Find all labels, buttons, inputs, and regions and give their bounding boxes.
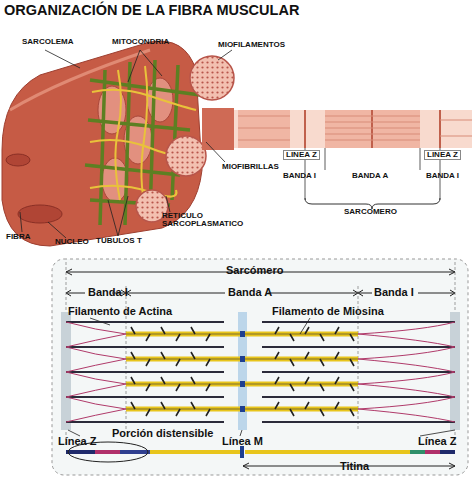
titin-bar — [150, 450, 240, 454]
part-label: NUCLEO — [55, 238, 89, 246]
m-line-node — [240, 446, 244, 458]
protein-label: Titina — [340, 461, 369, 473]
filament-label: Filamento de Actina — [68, 306, 172, 318]
leader-line — [20, 50, 232, 238]
striated-myofibril — [234, 110, 472, 148]
myosin-core — [126, 334, 358, 409]
part-label: RETICULO SARCOPLASMATICO — [162, 212, 246, 229]
band-label: LINEA Z — [283, 150, 320, 160]
dimension-label: Sarcómero — [226, 265, 283, 277]
band-label: BANDA I — [426, 172, 459, 180]
nucleus — [6, 154, 30, 166]
myofilament-bundle — [166, 136, 206, 176]
part-label: MIOFIBRILLAS — [222, 163, 279, 171]
band-leader — [305, 148, 440, 200]
filament-label: Filamento de Miosina — [272, 306, 384, 318]
m-line-node — [240, 331, 245, 337]
band-label: SARCOMERO — [344, 208, 397, 216]
band-boundary — [66, 262, 455, 445]
titin-bar — [66, 450, 95, 454]
titin-strand — [66, 322, 455, 422]
band-label: LINEA Z — [424, 150, 461, 160]
band-label: Banda A — [228, 287, 272, 299]
nucleus — [18, 205, 62, 223]
part-label: MIOFILAMENTOS — [218, 41, 285, 49]
myofibril-extension — [202, 108, 234, 150]
band-label: Banda I — [88, 287, 128, 299]
myofilament-bundle — [190, 56, 234, 100]
line-label: Línea Z — [418, 436, 457, 448]
band-label: Banda I — [374, 287, 414, 299]
actin-filament — [66, 322, 455, 422]
myosin-filament — [126, 334, 358, 409]
sarcomere-panel — [52, 259, 468, 475]
m-line-node — [240, 381, 245, 387]
m-line-node — [240, 356, 245, 362]
titin-bar — [440, 450, 455, 454]
titin-bar — [245, 450, 410, 454]
myosin-head — [131, 327, 354, 416]
line-label: Línea M — [222, 436, 263, 448]
titin-bar — [425, 450, 440, 454]
part-label: MITOCONDRIA — [112, 38, 169, 46]
m-line-node — [240, 406, 245, 412]
sarcoplasmic-reticulum — [115, 66, 147, 210]
titin-bar — [120, 450, 150, 454]
band-label: BANDA I — [283, 172, 316, 180]
line-label: Línea Z — [58, 436, 97, 448]
diagram-title: ORGANIZACIÓN DE LA FIBRA MUSCULAR — [4, 2, 299, 18]
part-label: TUBULOS T — [96, 237, 142, 245]
band-label: BANDA A — [352, 172, 388, 180]
titin-bar — [95, 450, 120, 454]
filament-stripes — [238, 116, 472, 140]
region-label: Porción distensible — [112, 428, 213, 440]
leader-line — [68, 318, 455, 436]
part-label: SARCOLEMA — [22, 38, 74, 46]
m-line — [238, 312, 247, 430]
part-label: FIBRA — [6, 233, 30, 241]
titin-bar — [410, 450, 425, 454]
